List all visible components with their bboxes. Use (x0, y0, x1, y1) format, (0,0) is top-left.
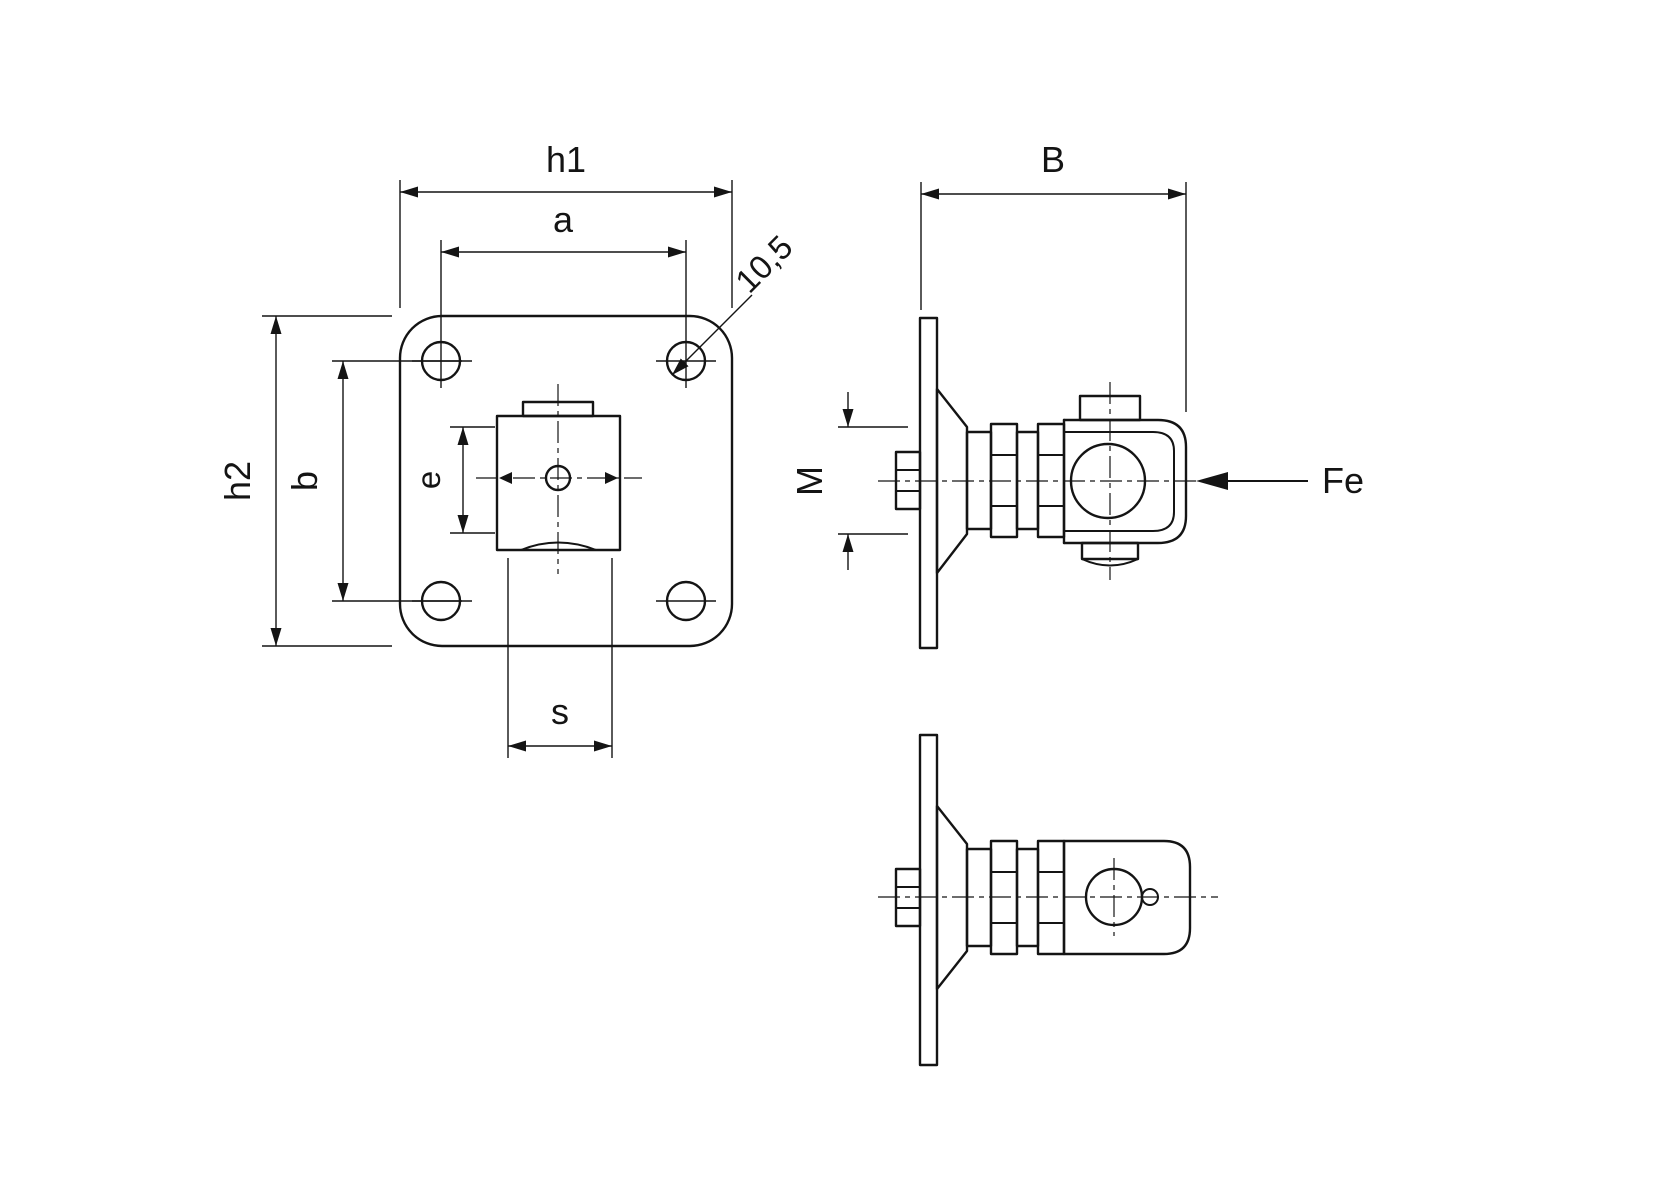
plate-side (918, 316, 939, 650)
mounting-plate (398, 314, 734, 648)
dim-b: b (284, 360, 462, 602)
dim-label-hole-diameter: 10,5 (728, 228, 800, 300)
dim-label-Fe: Fe (1322, 460, 1364, 501)
dim-label-h2: h2 (217, 461, 258, 501)
dim-M: M (789, 392, 908, 570)
dim-h1: h1 (399, 139, 733, 308)
dim-h2: h2 (217, 315, 392, 647)
dim-a: a (440, 199, 687, 388)
top-view (878, 733, 1218, 1067)
dim-label-M: M (789, 466, 830, 496)
plate-top-view (918, 733, 939, 1067)
dim-label-a: a (553, 199, 574, 240)
dim-label-B: B (1041, 139, 1065, 180)
right-edge-mark (605, 472, 618, 484)
center-block (476, 384, 642, 574)
dim-label-s: s (551, 691, 569, 732)
fe-arrowhead (1196, 472, 1228, 490)
dim-e: e (410, 426, 495, 534)
bracket-bottom-arc (1081, 558, 1139, 567)
hole-centerlines (412, 360, 716, 602)
side-view: B M Fe (789, 139, 1364, 650)
force-arrow-fe: Fe (1196, 460, 1364, 501)
cone-washer-top-view (935, 804, 969, 991)
dim-B: B (920, 139, 1187, 412)
dim-s: s (507, 558, 613, 758)
front-view: h1 a 10,5 h2 b (217, 139, 800, 758)
dim-hole-diameter: 10,5 (671, 228, 800, 376)
dim-label-h1: h1 (546, 139, 586, 180)
dim-label-e: e (410, 471, 447, 489)
dim-label-b: b (284, 471, 325, 491)
cone-washer (935, 387, 969, 575)
